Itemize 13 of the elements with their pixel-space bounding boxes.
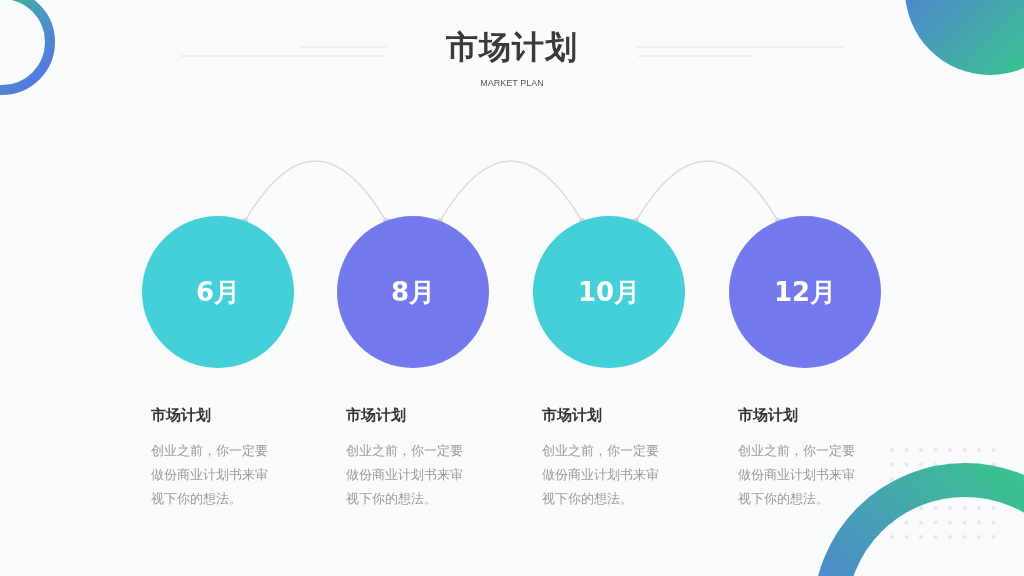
month-label: 8月 [390,275,436,309]
arc-connector [633,160,781,224]
step-heading: 市场计划 [346,406,407,425]
subtitle: MARKET PLAN [480,78,544,88]
month-label: 12月 [773,275,837,309]
step-heading: 市场计划 [542,406,603,425]
month-label: 6月 [195,275,241,309]
step-heading: 市场计划 [738,406,799,425]
arc-connector [242,160,389,224]
arc-connector [437,160,585,224]
title: 市场计划 [446,28,578,66]
step-heading: 市场计划 [151,406,212,425]
month-label: 10月 [577,275,641,309]
